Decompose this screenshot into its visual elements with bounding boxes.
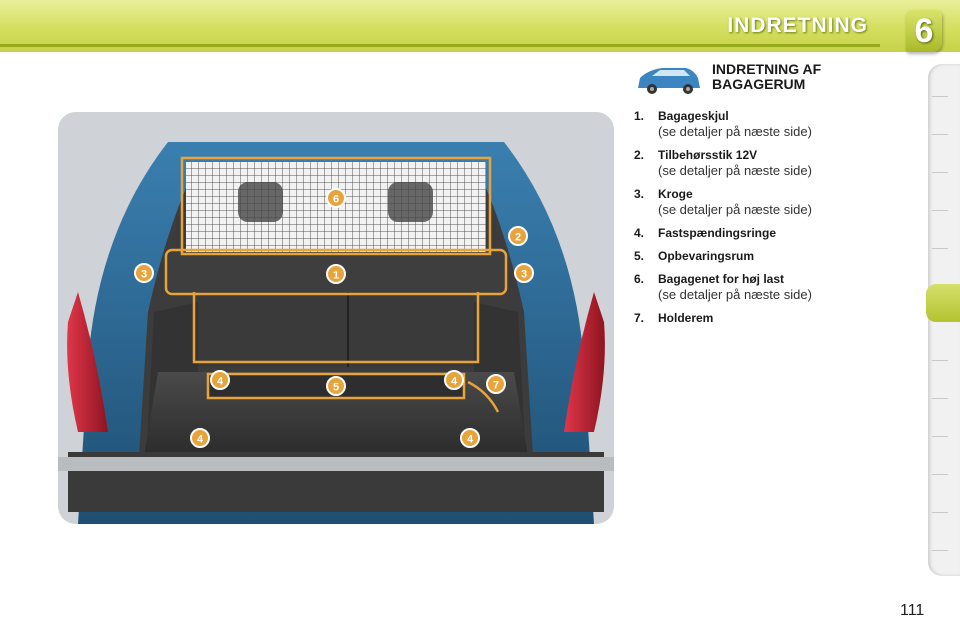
- luggage-compartment-illustration: [58, 112, 614, 524]
- list-item: 7. Holderem: [634, 310, 914, 326]
- side-tab-active[interactable]: [926, 284, 960, 322]
- item-note: (se detaljer på næste side): [658, 124, 812, 139]
- side-tab[interactable]: [932, 134, 948, 135]
- chapter-number: 6: [914, 12, 934, 50]
- item-number: 5.: [634, 249, 645, 263]
- item-number: 1.: [634, 109, 645, 123]
- item-title: Holderem: [658, 311, 714, 325]
- chapter-title: INDRETNING: [727, 14, 868, 37]
- callout-label: 3: [521, 269, 527, 281]
- side-tab[interactable]: [932, 96, 948, 97]
- callout-label: 1: [333, 270, 339, 282]
- list-item: 2. Tilbehørsstik 12V (se detaljer på næs…: [634, 147, 914, 179]
- item-title: Bagageskjul: [658, 109, 729, 123]
- callout-5: 5: [326, 376, 346, 396]
- callout-6: 6: [326, 188, 346, 208]
- item-note: (se detaljer på næste side): [658, 202, 812, 217]
- list-item: 4. Fastspændingsringe: [634, 225, 914, 241]
- item-note: (se detaljer på næste side): [658, 287, 812, 302]
- side-tab[interactable]: [932, 248, 948, 249]
- item-number: 3.: [634, 187, 645, 201]
- callout-3-left: 3: [134, 263, 154, 283]
- list-item: 1. Bagageskjul (se detaljer på næste sid…: [634, 108, 914, 140]
- item-list: 1. Bagageskjul (se detaljer på næste sid…: [634, 108, 914, 333]
- callout-label: 4: [217, 376, 224, 388]
- chapter-badge: 6: [906, 10, 942, 52]
- callout-4-low-left: 4: [190, 428, 210, 448]
- item-number: 6.: [634, 272, 645, 286]
- callout-label: 4: [197, 434, 204, 446]
- side-tab[interactable]: [932, 474, 948, 475]
- callout-label: 2: [515, 232, 521, 244]
- side-tab[interactable]: [932, 550, 948, 551]
- car-estate-icon: [638, 68, 700, 94]
- callout-label: 6: [333, 194, 339, 206]
- callout-1: 1: [326, 264, 346, 284]
- section-title: INDRETNING AF BAGAGERUM: [712, 61, 822, 92]
- photo-callouts: 1 2 3 3 4 4 4 4 5 6 7: [134, 188, 534, 448]
- callout-7: 7: [486, 374, 506, 394]
- side-tab[interactable]: [932, 398, 948, 399]
- callout-label: 7: [493, 380, 499, 392]
- item-title: Opbevaringsrum: [658, 249, 755, 263]
- callout-label: 4: [467, 434, 474, 446]
- side-tab[interactable]: [932, 360, 948, 361]
- header-rule: [0, 44, 880, 47]
- side-tab[interactable]: [932, 512, 948, 513]
- side-tab[interactable]: [932, 172, 948, 173]
- item-number: 7.: [634, 311, 645, 325]
- page-number: 111: [900, 602, 925, 619]
- luggage-compartment-photo: [58, 112, 614, 524]
- item-title: Kroge: [658, 187, 693, 201]
- list-item: 3. Kroge (se detaljer på næste side): [634, 186, 914, 218]
- callout-label: 3: [141, 269, 147, 281]
- header-band: INDRETNING: [0, 0, 960, 52]
- item-number: 2.: [634, 148, 645, 162]
- item-title: Fastspændingsringe: [658, 226, 777, 240]
- callout-label: 5: [333, 382, 339, 394]
- side-tab[interactable]: [932, 436, 948, 437]
- item-title: Tilbehørsstik 12V: [658, 148, 758, 162]
- item-number: 4.: [634, 226, 645, 240]
- item-title: Bagagenet for høj last: [658, 272, 785, 286]
- callout-label: 4: [451, 376, 458, 388]
- list-item: 5. Opbevaringsrum: [634, 248, 914, 264]
- list-item: 6. Bagagenet for høj last (se detaljer p…: [634, 271, 914, 303]
- callout-2: 2: [508, 226, 528, 246]
- side-tab[interactable]: [932, 210, 948, 211]
- callout-4-mid-right: 4: [444, 370, 464, 390]
- item-note: (se detaljer på næste side): [658, 163, 812, 178]
- callout-4-mid-left: 4: [210, 370, 230, 390]
- callout-4-low-right: 4: [460, 428, 480, 448]
- callout-3-right: 3: [514, 263, 534, 283]
